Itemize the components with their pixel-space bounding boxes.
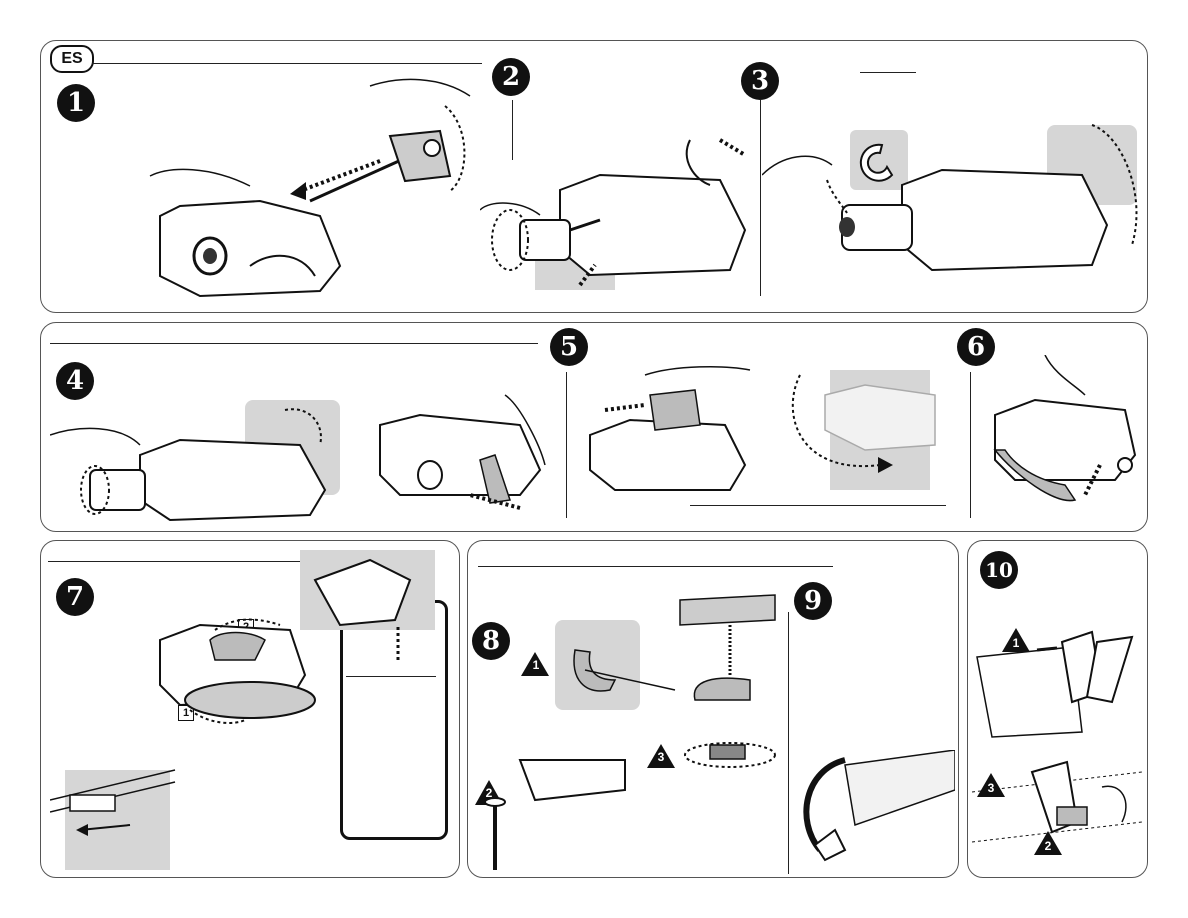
step-4-rule [50, 343, 538, 344]
step-2-number: 2 [492, 58, 530, 96]
step-3-illustration [762, 95, 1147, 305]
language-badge: ES [50, 45, 94, 73]
step-8-rule [478, 566, 833, 567]
step-9-illustration [795, 750, 955, 870]
step-3-rule [860, 72, 916, 73]
step-8-sub-3: 3 [654, 750, 668, 764]
step-4-illustration [50, 385, 550, 525]
step-10-number: 10 [980, 551, 1018, 589]
step-6-divider [970, 372, 971, 518]
step-10-sub-2: 2 [1041, 839, 1055, 853]
step-8-illustration [475, 580, 785, 880]
step-2-illustration [480, 100, 750, 300]
step-10-sub-3: 3 [984, 781, 998, 795]
step-7-illustration [50, 550, 440, 870]
header-rule [92, 63, 482, 64]
step-8-sub-1: 1 [529, 658, 543, 672]
step-10-illustration [972, 622, 1142, 872]
step-10-sub-1: 1 [1009, 636, 1023, 650]
step-6-illustration [975, 355, 1145, 515]
step-9-divider [788, 612, 789, 874]
step-3-divider [760, 100, 761, 296]
step-5-illustration [575, 365, 955, 495]
step-5-rule [690, 505, 946, 506]
step-1-illustration [140, 66, 480, 306]
step-9-number: 9 [794, 582, 832, 620]
step-5-number: 5 [550, 328, 588, 366]
step-1-number: 1 [57, 84, 95, 122]
step-8-sub-2: 2 [482, 786, 496, 800]
step-5-divider [566, 372, 567, 518]
